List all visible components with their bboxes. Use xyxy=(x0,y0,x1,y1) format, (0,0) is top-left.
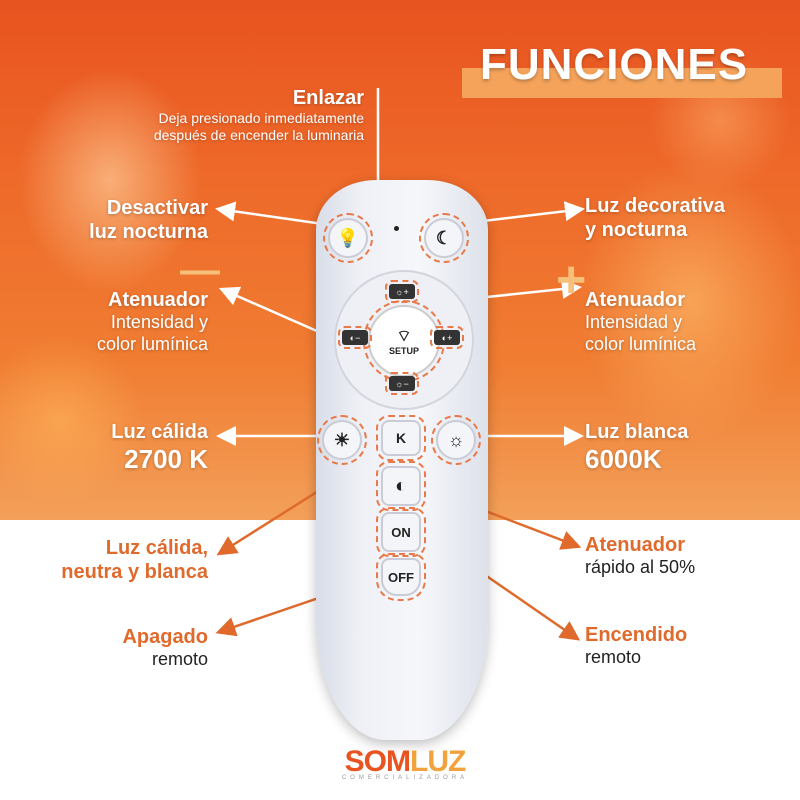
label-atenuador-left: Atenuador Intensidad y color lumínica xyxy=(40,288,208,355)
plus-sign: + xyxy=(556,251,587,309)
label-value: 6000K xyxy=(585,444,662,474)
brightness-down-button[interactable]: ☼− xyxy=(385,372,419,395)
label-line: Luz cálida, xyxy=(105,537,208,559)
label-title: Atenuador xyxy=(585,289,685,311)
label-title: Enlazar xyxy=(292,87,364,109)
label-apagado: Apagado remoto xyxy=(40,625,208,671)
label-line: Intensidad y xyxy=(110,312,208,332)
label-decorativa: Luz decorativa y nocturna xyxy=(585,194,795,242)
color-down-button[interactable]: ◐− xyxy=(338,326,372,349)
warm-light-button[interactable]: ☀ xyxy=(317,415,367,465)
label-title: Apagado xyxy=(122,626,208,648)
label-title: Encendido xyxy=(585,624,688,646)
label-line: luz nocturna xyxy=(89,221,208,243)
label-line: neutra y blanca xyxy=(61,561,208,583)
ir-led xyxy=(394,226,399,231)
label-line: Deja presionado inmediatamente xyxy=(158,110,364,126)
off-button[interactable]: OFF xyxy=(376,553,426,601)
remote-control xyxy=(316,180,488,740)
label-line: Intensidad y xyxy=(585,312,683,332)
logo-som: SOM xyxy=(344,745,411,778)
color-up-button[interactable]: ◐+ xyxy=(430,326,464,349)
bulb-icon: 💡 xyxy=(336,227,360,248)
label-atenuador-right: Atenuador Intensidad y color lumínica xyxy=(585,288,795,355)
decorative-night-button[interactable]: ☾ xyxy=(419,213,469,263)
label-line: y nocturna xyxy=(585,219,688,241)
label-value: 2700 K xyxy=(124,444,208,474)
label-sub: remoto xyxy=(585,647,642,667)
label-desactivar: Desactivar luz nocturna xyxy=(40,196,208,244)
label-title: Atenuador xyxy=(585,534,685,556)
brand-logo: SOMLUZ COMERCIALIZADORA xyxy=(330,745,480,781)
night-light-off-button[interactable]: 💡 xyxy=(323,213,373,263)
logo-subtitle: COMERCIALIZADORA xyxy=(341,775,469,781)
label-line: Desactivar xyxy=(106,197,208,219)
wifi-icon: ⌔ xyxy=(396,328,412,345)
sun-outline-icon: ☼ xyxy=(447,429,465,450)
label-atenuador-rapido: Atenuador rápido al 50% xyxy=(585,533,795,579)
moon-star-icon: ☾ xyxy=(435,227,453,248)
label-title: Luz cálida xyxy=(111,421,208,443)
half-circle-icon: ◐ xyxy=(394,474,408,497)
label-sub: rápido al 50% xyxy=(585,557,696,577)
page-title: FUNCIONES xyxy=(480,40,749,89)
setup-label: SETUP xyxy=(388,346,419,356)
label-title: Luz blanca xyxy=(585,421,689,443)
label-line: color lumínica xyxy=(96,333,208,354)
on-button[interactable]: ON xyxy=(376,507,426,557)
label-line: Luz decorativa xyxy=(585,195,726,217)
label-encendido: Encendido remoto xyxy=(585,623,795,669)
sun-filled-icon: ☀ xyxy=(333,429,351,450)
white-light-button[interactable]: ☼ xyxy=(431,415,481,465)
label-enlazar: Enlazar Deja presionado inmediatamente d… xyxy=(60,86,364,144)
label-line: color lumínica xyxy=(585,333,697,354)
label-luz-blanca: Luz blanca 6000K xyxy=(585,420,795,475)
title-banner: FUNCIONES xyxy=(462,38,782,100)
setup-button[interactable]: ⌔ SETUP xyxy=(363,300,445,382)
k-icon: K xyxy=(395,430,407,446)
label-sub: remoto xyxy=(151,649,208,669)
label-luz-calida: Luz cálida 2700 K xyxy=(40,420,208,475)
label-title: Atenuador xyxy=(108,289,208,311)
minus-sign: — xyxy=(180,248,220,292)
half-dim-button[interactable]: ◐ xyxy=(376,461,426,511)
logo-luz: LUZ xyxy=(410,745,466,778)
color-temperature-button[interactable]: K xyxy=(376,415,426,461)
label-calida-neutra-blanca: Luz cálida, neutra y blanca xyxy=(10,536,208,584)
label-line: después de encender la luminaria xyxy=(153,126,364,143)
title-highlight-bar xyxy=(462,68,782,98)
brightness-up-button[interactable]: ☼+ xyxy=(385,280,419,303)
